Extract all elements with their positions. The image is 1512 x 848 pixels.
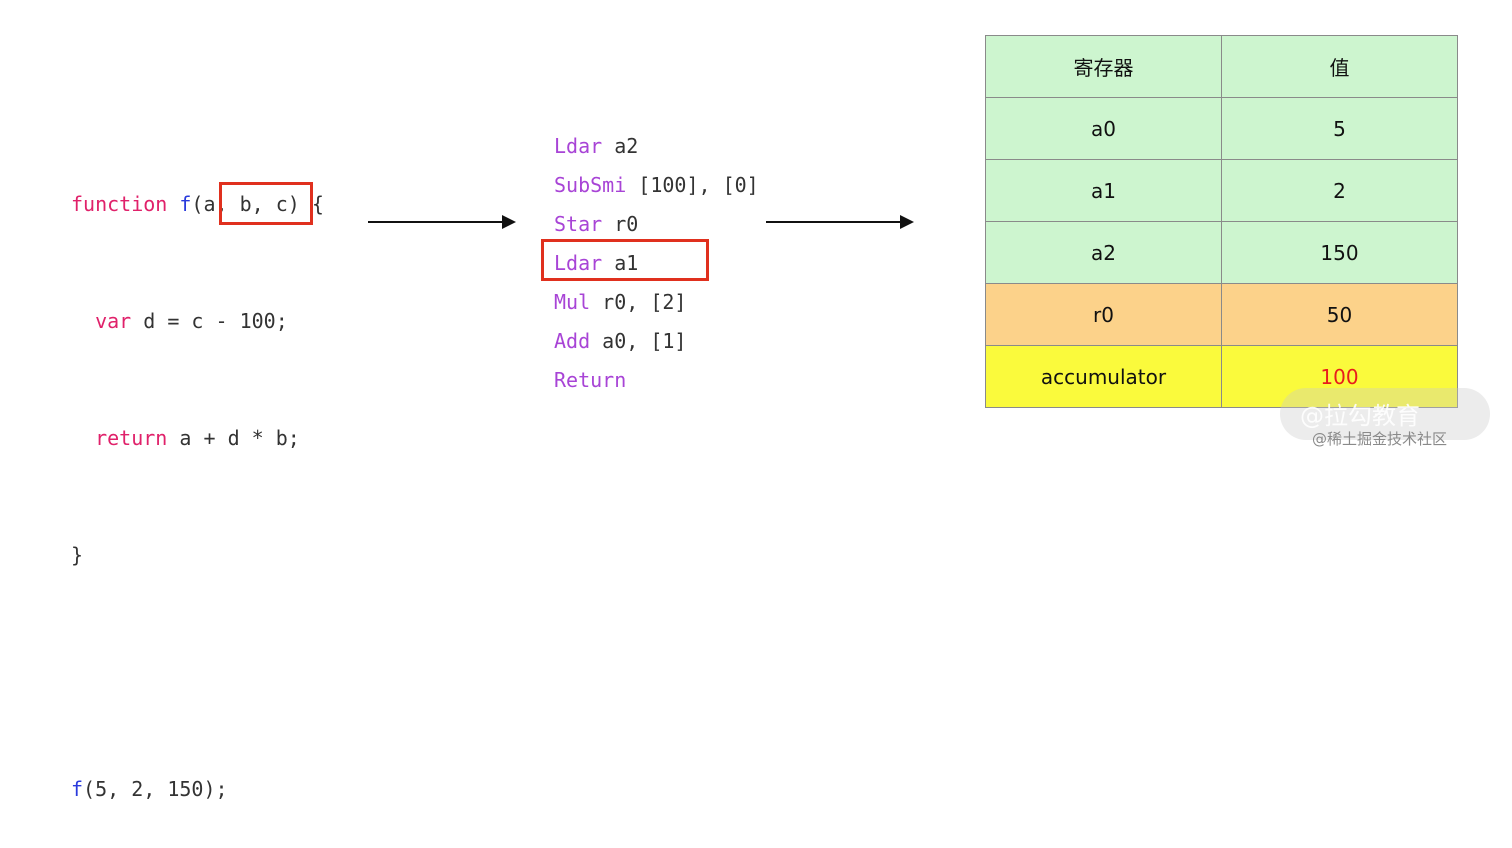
- bytecode-highlight-box: [541, 239, 709, 281]
- table-row: a2 150: [985, 221, 1458, 284]
- bytecode-line: Return: [554, 361, 759, 400]
- table-row: r0 50: [985, 283, 1458, 346]
- register-name: r0: [985, 283, 1222, 346]
- register-table: 寄存器 值 a0 5 a1 2 a2 150 r0 50 accumulator…: [985, 35, 1458, 408]
- keyword-return: return: [95, 426, 168, 450]
- code-line-2: var d = c - 100;: [71, 302, 324, 341]
- code-text: (5, 2, 150);: [83, 777, 228, 801]
- code-text: (a, b, c) {: [191, 192, 324, 216]
- table-row: a1 2: [985, 159, 1458, 222]
- highlighted-expression: d * b;: [227, 426, 300, 450]
- table-row: accumulator 100: [985, 345, 1458, 408]
- bytecode-opcode: SubSmi: [554, 173, 627, 197]
- arrow-right-icon: [766, 215, 914, 229]
- bytecode-opcode: Add: [554, 329, 591, 353]
- register-name: a2: [985, 221, 1222, 284]
- register-value: 2: [1221, 159, 1458, 222]
- register-value: 5: [1221, 97, 1458, 160]
- register-value: 50: [1221, 283, 1458, 346]
- bytecode-line: SubSmi [100], [0]: [554, 166, 759, 205]
- watermark-text-juejin: @稀土掘金技术社区: [1312, 430, 1448, 448]
- code-line-3: return a + d * b;: [71, 419, 324, 458]
- bytecode-operands: a1: [602, 251, 639, 275]
- code-text: d = c - 100;: [131, 309, 288, 333]
- bytecode-opcode: Star: [554, 212, 603, 236]
- code-line-4: }: [71, 543, 84, 567]
- bytecode-operands: r0, [2]: [590, 290, 687, 314]
- bytecode-opcode: Mul: [554, 290, 591, 314]
- table-row: a0 5: [985, 97, 1458, 160]
- code-line-6: f(5, 2, 150);: [71, 770, 324, 809]
- register-value: 150: [1221, 221, 1458, 284]
- indent: [71, 426, 95, 450]
- code-line-blank: [71, 653, 324, 692]
- bytecode-opcode: Ldar: [554, 251, 603, 275]
- bytecode-line: Mul r0, [2]: [554, 283, 759, 322]
- register-name: a1: [985, 159, 1222, 222]
- source-highlight-box: [219, 182, 313, 225]
- watermark-text-lagou: @拉勾教育: [1300, 402, 1420, 430]
- bytecode-line: Add a0, [1]: [554, 322, 759, 361]
- register-name: accumulator: [985, 345, 1222, 408]
- watermark-badge: [1280, 388, 1490, 440]
- bytecode-operands: r0: [602, 212, 639, 236]
- keyword-var: var: [95, 309, 132, 333]
- bytecode-line: Star r0: [554, 205, 759, 244]
- bytecode-operands: a2: [602, 134, 639, 158]
- accumulator-value: 100: [1221, 345, 1458, 408]
- register-name: a0: [985, 97, 1222, 160]
- function-call-name: f: [71, 777, 84, 801]
- code-line-1: function f(a, b, c) {: [71, 185, 324, 224]
- bytecode-line: Ldar a2: [554, 127, 759, 166]
- arrow-right-icon: [368, 215, 516, 229]
- indent: [71, 309, 95, 333]
- bytecode-line: Ldar a1: [554, 244, 759, 283]
- bytecode-opcode: Return: [554, 368, 627, 392]
- bytecode-operands: a0, [1]: [590, 329, 687, 353]
- header-value: 值: [1221, 35, 1458, 98]
- header-register: 寄存器: [985, 35, 1222, 98]
- bytecode-operands: [100], [0]: [626, 173, 759, 197]
- bytecode-opcode: Ldar: [554, 134, 603, 158]
- keyword-function: function: [71, 192, 168, 216]
- table-header-row: 寄存器 值: [985, 35, 1458, 98]
- function-name: f: [179, 192, 192, 216]
- code-text: a +: [167, 426, 228, 450]
